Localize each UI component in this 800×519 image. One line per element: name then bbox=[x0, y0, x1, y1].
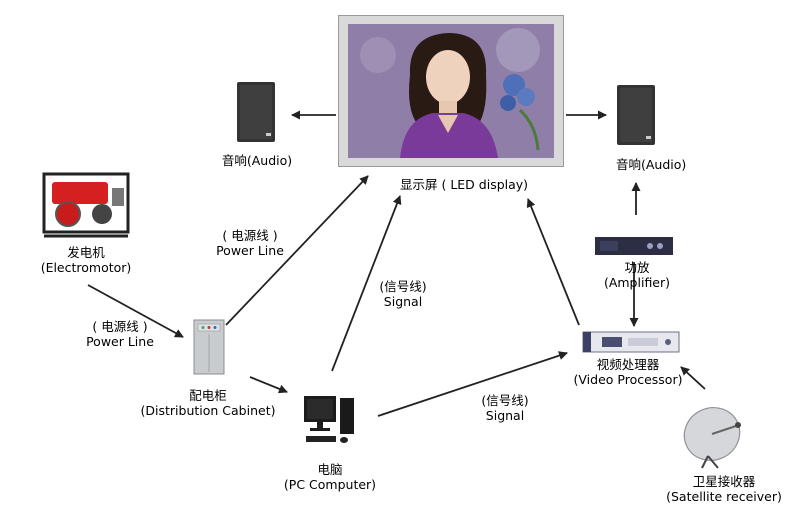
distribution-cabinet-label-cn: 配电柜 bbox=[189, 388, 227, 403]
generator-label-en: (Electromotor) bbox=[40, 260, 132, 275]
signal-en: Signal bbox=[485, 408, 525, 423]
pc-computer-icon bbox=[302, 394, 358, 446]
distribution-cabinet-label: 配电柜 (Distribution Cabinet) bbox=[138, 388, 278, 418]
power-line-cn: ( 电源线 ) bbox=[92, 319, 148, 334]
arrow-satellite-to-processor bbox=[680, 366, 706, 390]
distribution-cabinet-icon bbox=[192, 318, 226, 376]
pc-label: 电脑 (PC Computer) bbox=[270, 462, 390, 492]
power-line-en: Power Line bbox=[86, 334, 154, 349]
signal-cn: (信号线) bbox=[379, 279, 427, 294]
satellite-label-en: (Satellite receiver) bbox=[666, 489, 782, 504]
satellite-dish-icon bbox=[678, 404, 754, 470]
arrow-pc-to-processor bbox=[377, 351, 568, 417]
audio-left-label: 音响(Audio) bbox=[221, 153, 293, 168]
signal-label-2: (信号线) Signal bbox=[470, 393, 540, 423]
power-line-label-2: ( 电源线 ) Power Line bbox=[210, 228, 290, 258]
video-processor-label: 视频处理器 (Video Processor) bbox=[566, 357, 690, 387]
audio-right-label: 音响(Audio) bbox=[616, 157, 687, 172]
amplifier-label-en: (Amplifier) bbox=[603, 275, 671, 290]
generator-label-cn: 发电机 bbox=[67, 245, 105, 260]
arrow-cabinet-to-display bbox=[225, 175, 369, 326]
signal-label-1: (信号线) Signal bbox=[368, 279, 438, 309]
video-processor-icon bbox=[582, 330, 680, 354]
generator-icon bbox=[38, 168, 134, 240]
amplifier-label-cn: 功放 bbox=[624, 260, 650, 275]
video-processor-label-en: (Video Processor) bbox=[573, 372, 683, 387]
satellite-label: 卫星接收器 (Satellite receiver) bbox=[660, 474, 788, 504]
speaker-left-icon bbox=[236, 81, 276, 143]
generator-label: 发电机 (Electromotor) bbox=[36, 245, 136, 275]
arrow-cabinet-to-pc bbox=[249, 376, 288, 394]
amplifier-icon bbox=[594, 235, 674, 257]
led-display-screen bbox=[337, 14, 565, 168]
speaker-right-icon bbox=[616, 84, 656, 146]
arrow-pc-to-display bbox=[331, 195, 402, 372]
video-processor-label-cn: 视频处理器 bbox=[596, 357, 660, 372]
pc-label-en: (PC Computer) bbox=[283, 477, 377, 492]
satellite-label-cn: 卫星接收器 bbox=[692, 474, 756, 489]
power-line-label-1: ( 电源线 ) Power Line bbox=[70, 319, 170, 349]
arrow-generator-to-cabinet bbox=[87, 284, 184, 338]
led-display-label: 显示屏 ( LED display) bbox=[400, 177, 529, 192]
power-line-cn: ( 电源线 ) bbox=[222, 228, 278, 243]
signal-cn: (信号线) bbox=[481, 393, 529, 408]
signal-en: Signal bbox=[383, 294, 423, 309]
power-line-en: Power Line bbox=[216, 243, 284, 258]
pc-label-cn: 电脑 bbox=[317, 462, 343, 477]
arrow-processor-to-display bbox=[526, 198, 580, 326]
amplifier-label: 功放 (Amplifier) bbox=[592, 260, 682, 290]
distribution-cabinet-label-en: (Distribution Cabinet) bbox=[140, 403, 276, 418]
